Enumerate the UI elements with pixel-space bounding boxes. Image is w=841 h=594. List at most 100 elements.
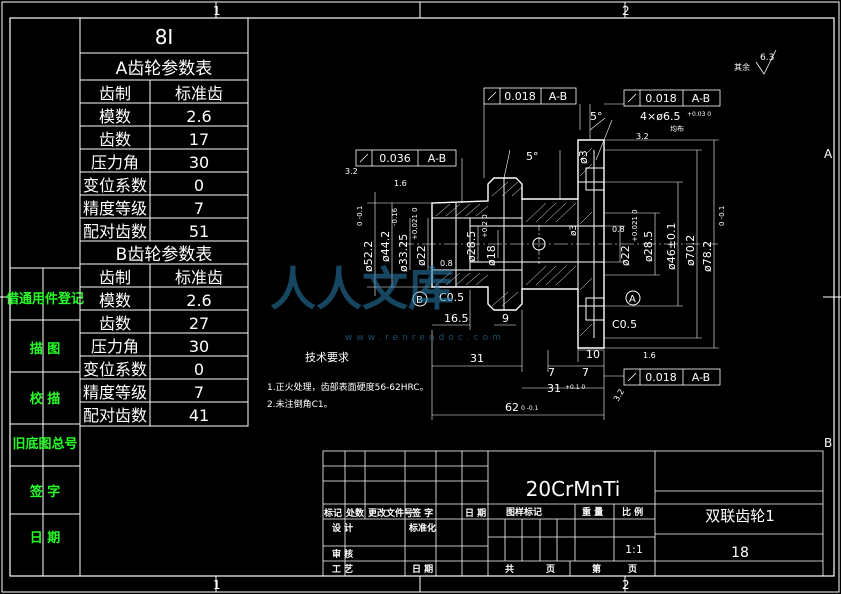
- dim-len-62-tol: 0 -0.1: [521, 405, 539, 412]
- tech-note: 2.未注倒角C1。: [267, 398, 333, 410]
- sign-label: 设 计: [332, 522, 353, 534]
- param-a-label: 模数: [99, 107, 131, 126]
- dim-len-9: 9: [502, 312, 509, 325]
- zone-label: 2: [622, 578, 630, 592]
- dim-len-7b: 7: [582, 366, 589, 379]
- dim-d28-right: ø28.5: [642, 231, 655, 262]
- dim-holes-note: 均布: [670, 124, 684, 133]
- vertical-dimensions: ø52.2 0 -0.1 ø44.2 ø33.25 -0.16 ø22 +0.0…: [356, 150, 726, 272]
- dim-len-10: 10: [586, 348, 600, 361]
- param-a-label: 齿数: [99, 130, 131, 149]
- param-a-rows: 齿制 标准齿 模数 2.6 齿数 17 压力角 30 变位系数 0 精度等级 7…: [83, 84, 223, 241]
- dim-d52-tol: 0 -0.1: [356, 206, 364, 226]
- sign-label: 审 核: [332, 548, 353, 560]
- param-b-value: 30: [189, 337, 209, 356]
- param-a-value: 7: [194, 199, 204, 218]
- dim-d3-b: ø3: [569, 225, 579, 236]
- dim-len-31b: 31: [547, 382, 561, 395]
- side-label-check: 校 描: [30, 391, 61, 407]
- part-section-view: 0.018 A-B 0.018 A-B 0.036 A-B 0.018 A-B …: [267, 49, 777, 420]
- gdt-frame-left: [355, 149, 457, 167]
- dim-d22-right-tol: +0.021 0: [631, 209, 639, 242]
- dim-chamfer-left: C0.5: [439, 291, 464, 304]
- gdt-datum: A-B: [692, 371, 710, 384]
- rev-headers: 标记 处数 更改文件号 签 字 日 期: [323, 507, 486, 519]
- dimension-lines: [367, 103, 719, 420]
- sheet-total-label: 共: [505, 563, 514, 575]
- param-b-value: 2.6: [186, 291, 211, 310]
- sign-rows: 设 计 标准化 审 核 工 艺 日 期: [332, 522, 436, 575]
- dim-d52: ø52.2: [362, 241, 375, 272]
- material: 20CrMnTi: [526, 477, 621, 501]
- datum-b: B: [416, 295, 423, 306]
- side-label-reg: 借通用件登记: [5, 291, 84, 307]
- param-b-label: 压力角: [91, 337, 139, 356]
- stage-headers: 图样标记 重 量 比 例: [506, 506, 643, 518]
- dim-len-7a: 7: [548, 366, 555, 379]
- side-label-old-no: 旧底图总号: [12, 436, 77, 452]
- zone-label: 2: [622, 4, 630, 18]
- param-b-label: 模数: [99, 291, 131, 310]
- dim-d70: ø70.2: [684, 235, 697, 266]
- gdt-tolerance: 0.018: [504, 90, 536, 103]
- dim-chamfer-right: C0.5: [612, 318, 637, 331]
- param-b-value: 41: [189, 406, 209, 425]
- dim-holes: 4×ø6.5: [640, 110, 680, 123]
- rev-header: 处数: [345, 507, 365, 519]
- gdt-tolerance: 0.036: [379, 152, 411, 165]
- dim-angle-mid: 5°: [526, 150, 539, 163]
- dim-d28-left: ø28.5: [465, 231, 478, 262]
- rev-header: 日 期: [465, 507, 486, 519]
- roughness-value: 3.2: [345, 167, 358, 176]
- param-b-value: 27: [189, 314, 209, 333]
- param-a-label: 齿制: [99, 84, 131, 103]
- param-code: 8I: [155, 25, 174, 49]
- dim-len-16-5: 16.5: [444, 312, 469, 325]
- tech-note: 1.正火处理，齿部表面硬度56-62HRC。: [267, 381, 429, 393]
- bore-lines: [432, 150, 605, 338]
- dim-d78-tol: 0 -0.1: [718, 206, 726, 226]
- gdt-frame-bottom-right: [623, 368, 721, 386]
- dim-d78: ø78.2: [701, 241, 714, 272]
- sign-label: 标准化: [408, 522, 436, 534]
- gdt-tolerance: 0.018: [645, 371, 677, 384]
- param-b-label: 配对齿数: [83, 406, 147, 425]
- side-label-trace: 描 图: [30, 341, 61, 357]
- sign-label: 工 艺: [332, 563, 353, 575]
- roughness-value: 3.2: [612, 387, 626, 403]
- dim-len-31: 31: [470, 352, 484, 365]
- sheet-no-label: 第: [592, 563, 601, 575]
- roughness-value: 0.8: [612, 225, 625, 234]
- dim-d46: ø46±0.1: [665, 223, 678, 270]
- gdt-datum: A-B: [692, 92, 710, 105]
- sign-label: 日 期: [412, 563, 433, 575]
- param-b-value: 7: [194, 383, 204, 402]
- datum-circle-b: [412, 291, 428, 307]
- rev-header: 标记: [323, 507, 342, 519]
- param-b-value: 0: [194, 360, 204, 379]
- side-column-grid: [9, 267, 81, 577]
- param-a-value: 30: [189, 153, 209, 172]
- gdt-datum: A-B: [549, 90, 567, 103]
- param-a-label: 精度等级: [83, 199, 147, 218]
- param-b-title: B齿轮参数表: [116, 245, 213, 265]
- param-a-value: 0: [194, 176, 204, 195]
- roughness-value: 0.8: [440, 259, 453, 268]
- gdt-tolerance: 0.018: [645, 92, 677, 105]
- param-b-label: 精度等级: [83, 383, 147, 402]
- sheet-no-unit: 页: [628, 564, 637, 575]
- param-a-label: 压力角: [91, 153, 139, 172]
- zone-label: 1: [213, 578, 221, 592]
- gdt-frame-top-left: [483, 87, 577, 105]
- side-label-sign: 签 字: [29, 484, 61, 500]
- tech-title: 技术要求: [305, 351, 349, 364]
- roughness-value: 3.2: [636, 132, 649, 141]
- param-a-label: 变位系数: [83, 176, 147, 195]
- dim-d33-tol: -0.16: [391, 207, 399, 226]
- rev-header: 签 字: [411, 507, 433, 519]
- part-name: 双联齿轮1: [705, 507, 775, 525]
- scale-value: 1:1: [625, 543, 643, 556]
- param-a-value: 51: [189, 222, 209, 241]
- param-b-label: 齿制: [99, 268, 131, 287]
